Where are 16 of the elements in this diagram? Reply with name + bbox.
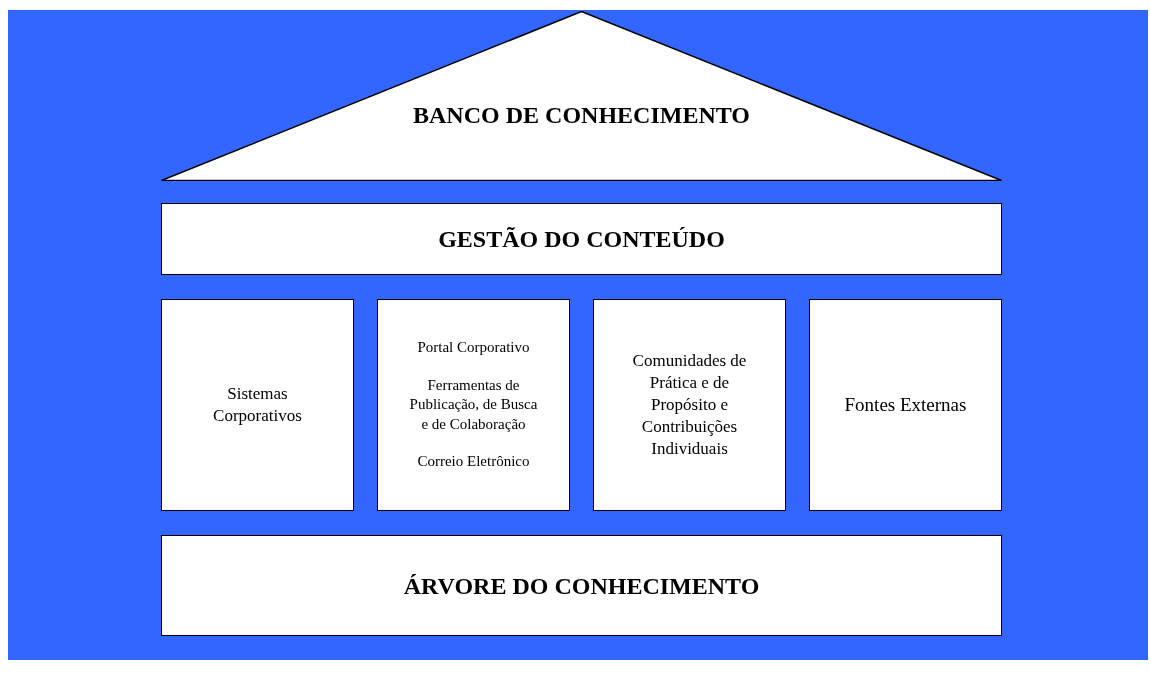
pillar-box: [593, 299, 786, 511]
band-box: [161, 203, 1002, 275]
pillar-text: Correio Eletrônico: [417, 452, 530, 472]
pillar-box: [161, 299, 354, 511]
band-title: ÁRVORE DO CONHECIMENTO: [403, 571, 760, 601]
pillar-box: [377, 299, 570, 511]
base-box: [161, 535, 1002, 636]
roof-triangle: [161, 11, 1002, 181]
pillar-text: Portal Corporativo: [417, 338, 530, 358]
pillar-text: Fontes Externas: [844, 392, 967, 417]
band-title: GESTÃO DO CONTEÚDO: [438, 225, 725, 254]
pillar-text: Comunidades de Prática e de Propósito e Contribuições Individuais: [631, 349, 748, 461]
pillar-text: Sistemas Corporativos: [212, 382, 303, 427]
roof-title: BANCO DE CONHECIMENTO: [412, 101, 751, 130]
pillar-text: Ferramentas de Publicação, de Busca e de Colaboração: [408, 375, 539, 434]
pillar-box: [809, 299, 1002, 511]
